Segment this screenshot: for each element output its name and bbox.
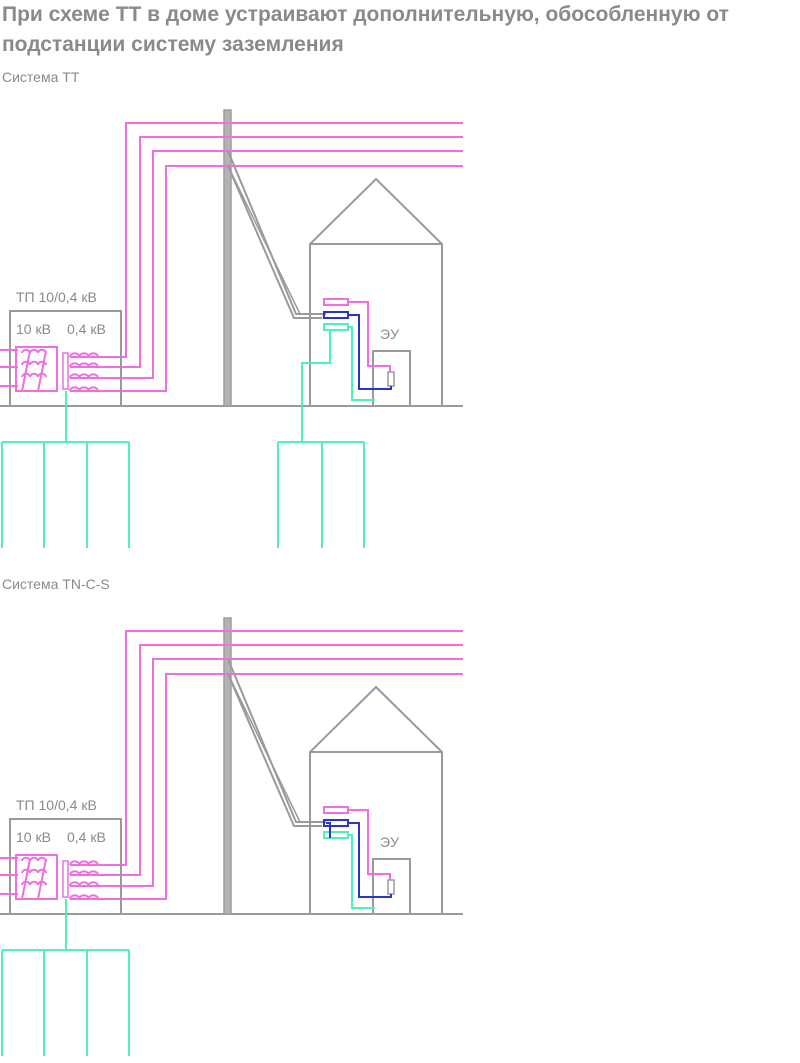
- overhead-line-3: [70, 150, 463, 379]
- transformer-winding-stroke-1: [21, 350, 31, 392]
- equipment-unit-label: ЭУ: [380, 326, 399, 342]
- transformer-winding-stroke-1: [21, 858, 31, 900]
- hv-winding-coil-2: [21, 868, 47, 874]
- lv-winding-coil-3: [69, 373, 99, 379]
- page-title: При схеме ТТ в доме устраивают дополните…: [2, 3, 729, 56]
- hv-winding-coil-1: [21, 856, 47, 862]
- lv-winding-coil-2: [69, 362, 99, 368]
- service-drop-2: [227, 165, 301, 315]
- transformer-body: [15, 346, 58, 392]
- lv-winding-coil-2: [69, 870, 99, 876]
- overhead-line-4: [70, 673, 463, 900]
- diagram-2-tn-c-s-system: ТП 10/0,4 кВ 10 кВ 0,4 кВ ЭУ: [0, 617, 463, 1056]
- overhead-line-1: [70, 630, 463, 866]
- pe-terminal: [323, 831, 349, 839]
- overhead-line-2: [70, 136, 463, 368]
- diagram-1-label: Система ТТ: [2, 69, 80, 85]
- hv-winding-coil-1: [21, 348, 47, 354]
- overhead-line-2: [70, 644, 463, 876]
- diagram-1-tt-system: ТП 10/0,4 кВ 10 кВ 0,4 кВ ЭУ: [0, 109, 463, 548]
- neutral-terminal: [323, 311, 349, 319]
- house-earth-lead: [301, 329, 331, 442]
- neutral-run: [348, 822, 392, 898]
- lv-winding-coil-1: [69, 860, 99, 866]
- hv-winding-coil-3: [21, 372, 47, 378]
- neutral-run: [348, 314, 392, 390]
- service-drop-3: [227, 673, 322, 827]
- pen-split-link: [326, 822, 331, 838]
- equipment-unit-box: [372, 858, 411, 915]
- overhead-line-3: [70, 658, 463, 887]
- overhead-line-4: [70, 165, 463, 392]
- utility-pole: [223, 617, 232, 915]
- transformer-winding-stroke-2: [37, 350, 47, 392]
- pe-run: [348, 326, 375, 401]
- transformer-winding-stroke-2: [37, 858, 47, 900]
- phase-terminal: [323, 806, 349, 814]
- lv-winding-coil-1: [69, 352, 99, 358]
- hv-winding-coil-3: [21, 880, 47, 886]
- equipment-unit-box: [372, 350, 411, 407]
- house-outline: [309, 685, 443, 914]
- equipment-load-resistor: [387, 879, 395, 895]
- service-drop-2: [227, 673, 301, 823]
- lv-label: 0,4 кВ: [67, 321, 106, 337]
- hv-label: 10 кВ: [16, 321, 51, 337]
- pe-run: [348, 834, 375, 909]
- equipment-load-resistor: [387, 371, 395, 387]
- diagram-2-label: Система TN-C-S: [2, 576, 110, 592]
- transformer-core: [62, 860, 69, 898]
- phase-terminal: [323, 298, 349, 306]
- hv-label: 10 кВ: [16, 829, 51, 845]
- utility-pole: [223, 109, 232, 407]
- lv-winding-coil-4: [69, 386, 99, 392]
- equipment-unit-label: ЭУ: [380, 834, 399, 850]
- lv-winding-coil-3: [69, 881, 99, 887]
- phase-run: [348, 809, 391, 880]
- phase-run: [348, 301, 391, 372]
- substation-label: ТП 10/0,4 кВ: [16, 797, 97, 813]
- service-drop-3: [227, 165, 322, 319]
- house-outline: [309, 177, 443, 406]
- substation-label: ТП 10/0,4 кВ: [16, 289, 97, 305]
- service-drop-1: [227, 658, 326, 823]
- lv-winding-coil-4: [69, 894, 99, 900]
- overhead-line-1: [70, 122, 463, 358]
- hv-winding-coil-2: [21, 360, 47, 366]
- transformer-body: [15, 854, 58, 900]
- transformer-core: [62, 352, 69, 390]
- service-drop-1: [227, 150, 326, 315]
- lv-label: 0,4 кВ: [67, 829, 106, 845]
